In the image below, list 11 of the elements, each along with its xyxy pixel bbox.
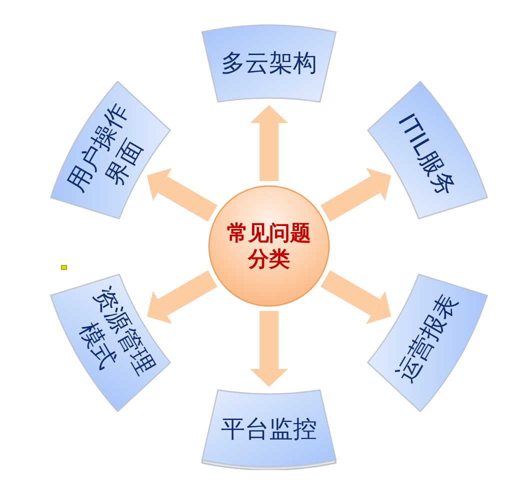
category-label: 多云架构 <box>221 48 317 78</box>
arrow <box>250 311 288 387</box>
category-label: 资源管理模式 <box>72 280 161 381</box>
topic-label: 常见问题分类 <box>226 220 312 272</box>
category-label: 运营报表 <box>390 288 464 387</box>
category-label: 平台监控 <box>221 414 317 444</box>
arrow <box>250 105 288 181</box>
arc-box <box>200 22 338 104</box>
category-label: 用户操作界面 <box>60 97 149 198</box>
topic-circle <box>208 185 330 307</box>
arc-box <box>200 388 338 470</box>
